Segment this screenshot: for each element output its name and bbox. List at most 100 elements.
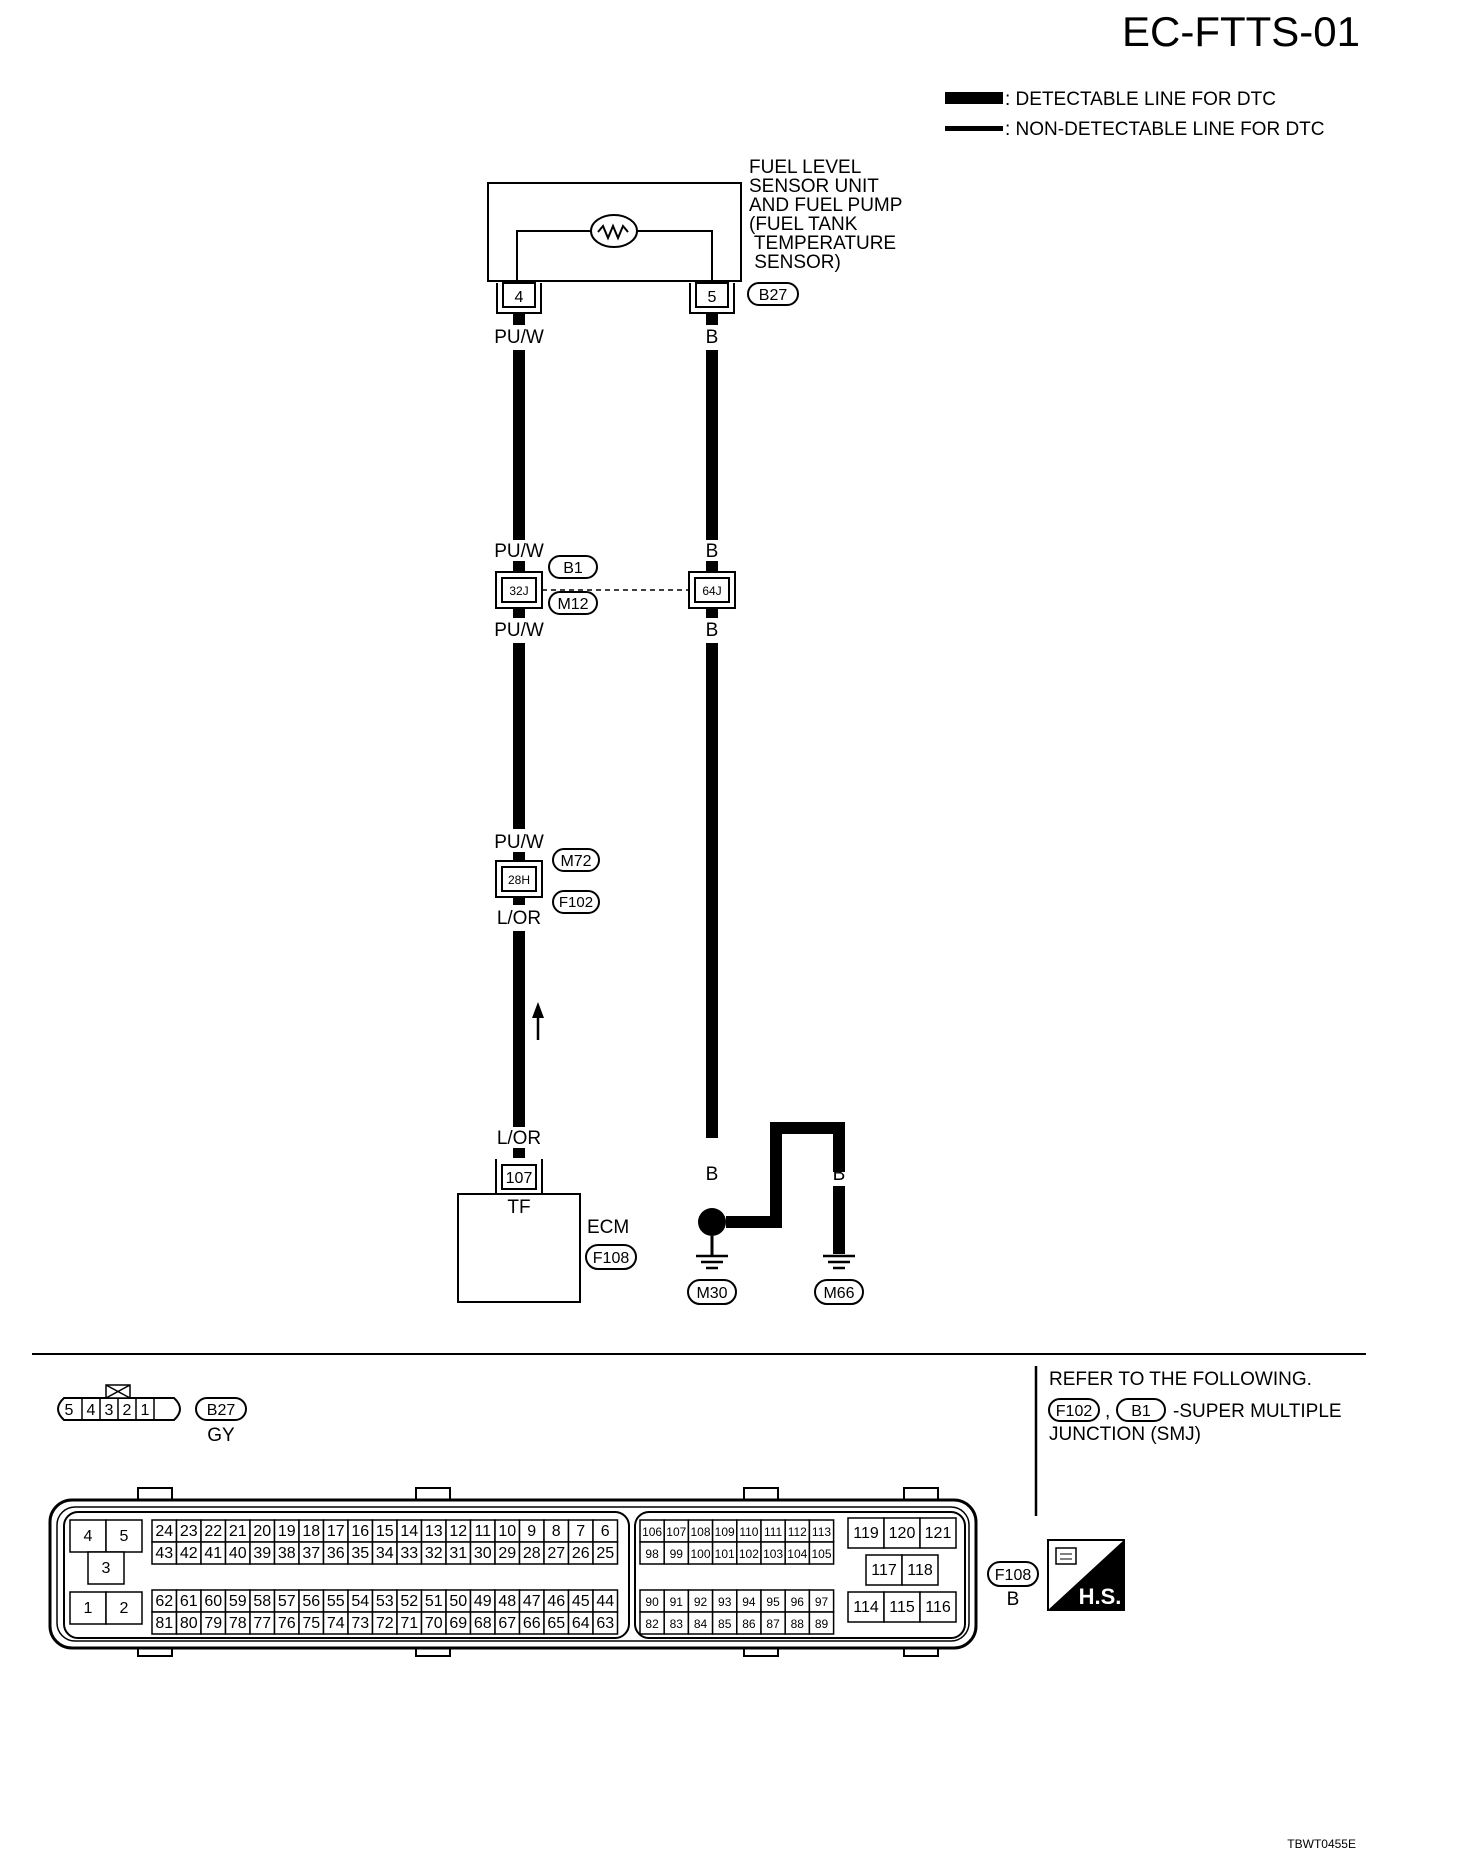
smj-left-pin-box <box>501 577 537 603</box>
f108-pin: 90 <box>645 1595 659 1609</box>
refer-b1-badge <box>1116 1398 1166 1422</box>
refer-b1: B1 <box>1131 1403 1151 1420</box>
refer-f102: F102 <box>1056 1403 1093 1420</box>
f108-pin-cell <box>105 1519 143 1553</box>
f108-pin: 42 <box>180 1545 198 1562</box>
f108-pin: 69 <box>449 1615 467 1632</box>
f108-pin: 16 <box>351 1523 369 1540</box>
f108-pin: 36 <box>327 1545 345 1562</box>
f108-color: B <box>1007 1589 1020 1610</box>
junction-m72-f102: PU/W 28H L/OR M72 F102 <box>494 832 600 929</box>
f108-pin: 121 <box>925 1525 952 1542</box>
f108-pin: 22 <box>204 1523 222 1540</box>
f108-pin: 2 <box>120 1600 129 1617</box>
f108-pin: 53 <box>376 1593 394 1610</box>
smj-connector-m12-badge <box>548 591 598 615</box>
f108-pin: 60 <box>204 1593 222 1610</box>
hs-badge-text: H.S. <box>1079 1584 1122 1609</box>
f108-pin: 63 <box>596 1615 614 1632</box>
wire-left-mid-below-color: PU/W <box>494 620 544 641</box>
smj-right-pin-bracket <box>688 571 736 609</box>
wire-b-upper: B B <box>706 313 718 562</box>
f108-pin: 32 <box>425 1545 443 1562</box>
sensor-title-line-5: TEMPERATURE <box>749 233 896 254</box>
f108-pin: 21 <box>229 1523 247 1540</box>
smj-right-stub-bottom <box>706 608 718 618</box>
smj-left-stub-top <box>513 561 525 571</box>
f108-pin: 33 <box>400 1545 418 1562</box>
footer-reference: TBWT0455E <box>1287 1837 1356 1851</box>
wire-left-middle-run <box>513 643 525 829</box>
f108-pin: 107 <box>666 1525 686 1539</box>
f108-pin: 7 <box>576 1523 585 1540</box>
sensor-title-line-6: SENSOR) <box>749 252 841 273</box>
sensor-title-line-2: SENSOR UNIT <box>749 176 879 197</box>
wire-left-bottom-color: L/OR <box>497 1128 541 1149</box>
f108-pin-cell <box>883 1591 921 1623</box>
refer-note-tail: -SUPER MULTIPLE <box>1173 1401 1342 1422</box>
f108-pin: 110 <box>739 1525 758 1539</box>
refer-note-line1: REFER TO THE FOLLOWING. <box>1049 1369 1312 1390</box>
f108-pin-cell <box>105 1591 143 1625</box>
legend: : DETECTABLE LINE FOR DTC : NON-DETECTAB… <box>945 89 1325 140</box>
sensor-connector-badge <box>747 282 799 306</box>
f108-pin: 25 <box>596 1545 614 1562</box>
wire-right-bottom-color: B <box>706 1164 719 1185</box>
smj-connector-m12: M12 <box>557 596 588 613</box>
f108-pin: 59 <box>229 1593 247 1610</box>
ground-jumper-wire <box>726 1122 845 1228</box>
f108-pin: 77 <box>253 1615 271 1632</box>
f108-pin: 84 <box>694 1617 708 1631</box>
f108-inner-shell <box>56 1506 970 1642</box>
wire-right-long-run <box>706 643 718 1138</box>
f108-pin: 92 <box>694 1595 708 1609</box>
legend-detectable-swatch <box>945 92 1003 104</box>
hs-badge: H.S. <box>1047 1539 1125 1611</box>
f108-pin-cell <box>847 1591 885 1623</box>
f108-pin: 52 <box>400 1593 418 1610</box>
b27-face-pin: 5 <box>65 1402 74 1419</box>
m72-stub-bottom <box>513 897 525 905</box>
f108-pin: 13 <box>425 1523 443 1540</box>
f108-pin: 51 <box>425 1593 443 1610</box>
wire-pu-w-upper: PU/W PU/W <box>494 313 544 562</box>
f108-pin: 112 <box>788 1525 807 1539</box>
legend-non-detectable-swatch <box>945 126 1003 131</box>
b27-face-connector: B27 <box>207 1402 236 1419</box>
f108-pin: 44 <box>596 1593 614 1610</box>
f108-pin: 111 <box>764 1525 783 1539</box>
sensor-pin-4-box <box>502 282 536 308</box>
b27-face-pin: 4 <box>87 1402 96 1419</box>
f108-pin: 10 <box>498 1523 516 1540</box>
f108-pin: 85 <box>718 1617 732 1631</box>
smj-connector-b1: B1 <box>563 560 583 577</box>
f108-pin: 55 <box>327 1593 345 1610</box>
f108-pin: 14 <box>400 1523 418 1540</box>
ecm-label: ECM <box>587 1217 629 1238</box>
f108-pin: 6 <box>601 1523 610 1540</box>
ground-circuit: B B M30 M66 <box>687 1122 864 1305</box>
f108-pin: 78 <box>229 1615 247 1632</box>
f108-pin: 37 <box>302 1545 320 1562</box>
f108-pin: 66 <box>523 1615 541 1632</box>
f108-pin: 28 <box>523 1545 541 1562</box>
ecm-pin-box <box>501 1164 537 1190</box>
ground-m66-badge <box>814 1279 864 1305</box>
f108-pin: 39 <box>253 1545 271 1562</box>
ground-wire-color-1: B <box>770 1164 783 1185</box>
m72-pin-box <box>501 866 537 892</box>
ecm-connector: F108 <box>593 1250 630 1267</box>
wire-right-upper-run <box>706 350 718 540</box>
b27-face-pin: 2 <box>123 1402 132 1419</box>
sensor-pin-5: 5 <box>708 289 717 306</box>
f108-pin: 27 <box>547 1545 565 1562</box>
f108-pin: 72 <box>376 1615 394 1632</box>
ecm-connector-badge <box>585 1244 637 1270</box>
f108-pin: 19 <box>278 1523 296 1540</box>
f108-pin: 88 <box>791 1617 805 1631</box>
b27-face-outline <box>57 1397 181 1421</box>
ground-m66: M66 <box>823 1285 854 1302</box>
f108-pin: 86 <box>742 1617 756 1631</box>
f108-pin: 29 <box>498 1545 516 1562</box>
